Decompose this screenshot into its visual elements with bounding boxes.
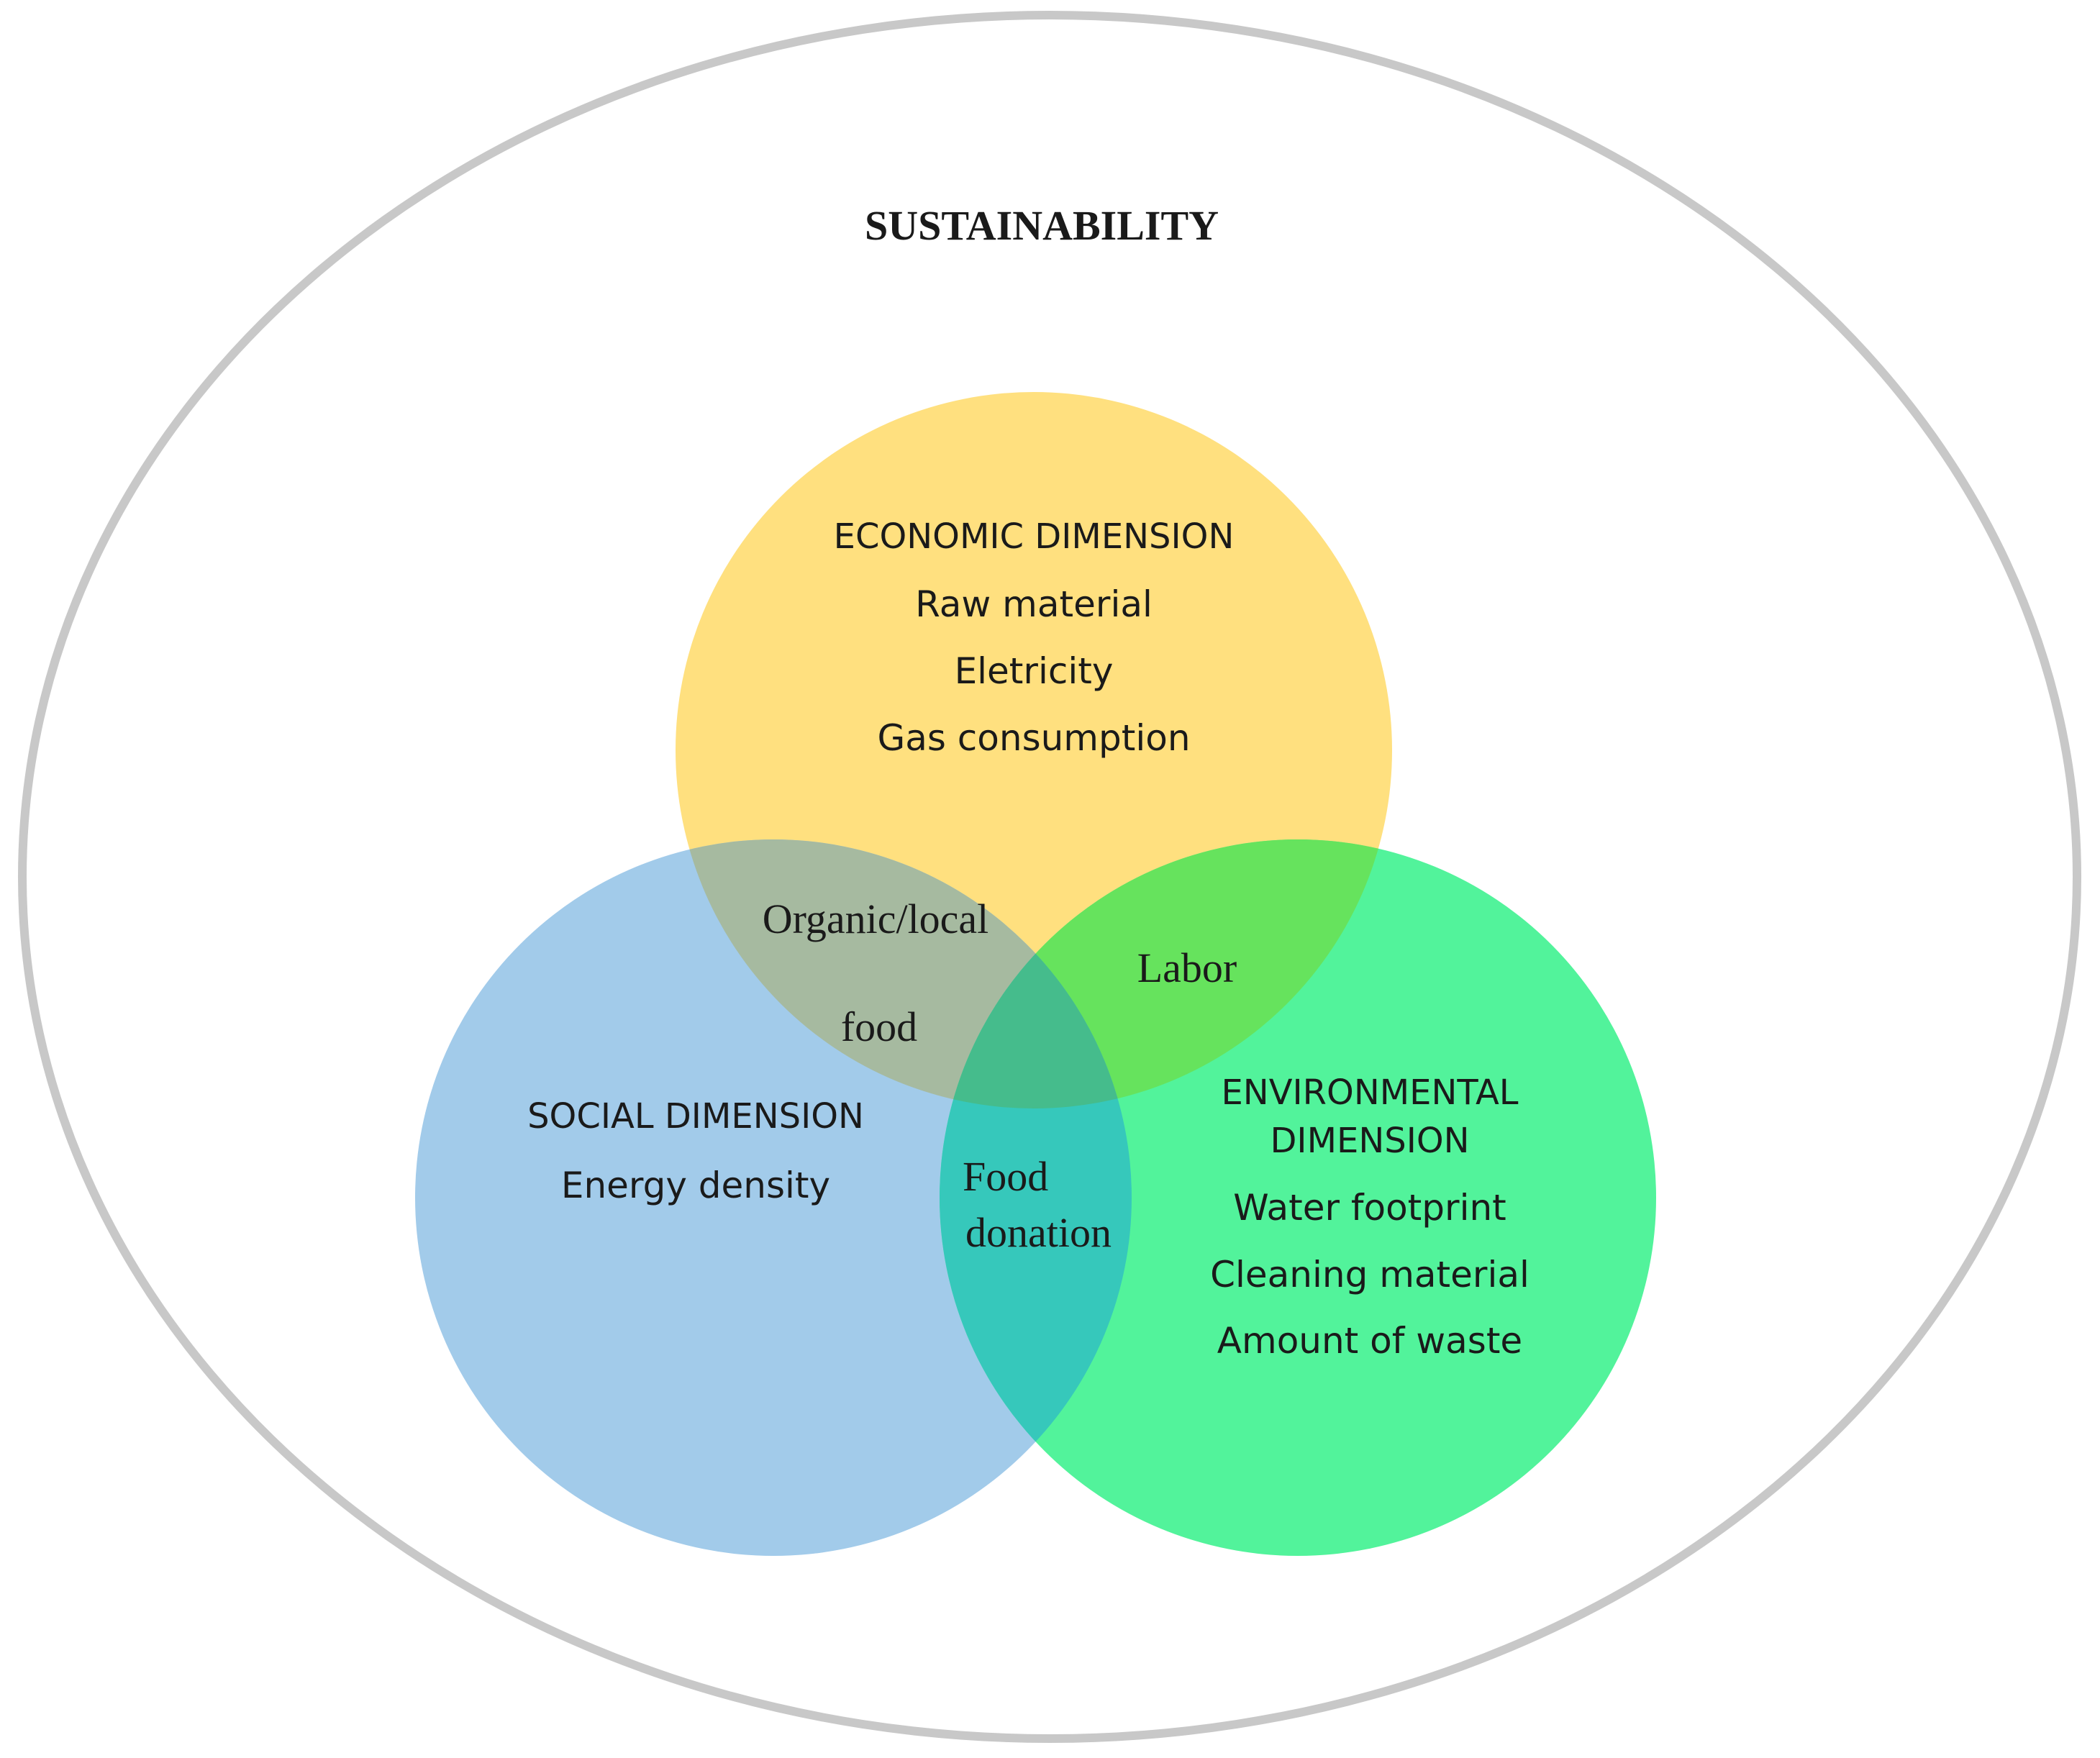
- economic-heading: ECONOMIC DIMENSION: [834, 516, 1235, 557]
- economic-item: Eletricity: [955, 650, 1114, 692]
- economic-social-overlap: [676, 839, 1132, 1108]
- sustainability-boundary: [18, 11, 2081, 1743]
- economic-environmental-overlap: [940, 839, 1392, 1108]
- economic-social-label-line1: Organic/local: [763, 896, 989, 942]
- environmental-item: Cleaning material: [1210, 1254, 1529, 1295]
- environmental-heading-line2: DIMENSION: [1270, 1121, 1469, 1161]
- economic-environmental-label: Labor: [1137, 944, 1237, 991]
- environmental-heading-line1: ENVIRONMENTAL: [1221, 1072, 1518, 1113]
- social-environmental-label-line2: donation: [965, 1209, 1112, 1256]
- environmental-item: Water footprint: [1233, 1187, 1506, 1229]
- economic-social-label-line2: food: [841, 1003, 917, 1050]
- diagram-title: SUSTAINABILITY: [865, 202, 1219, 249]
- economic-item: Raw material: [915, 583, 1153, 625]
- environmental-item: Amount of waste: [1217, 1320, 1522, 1362]
- social-environmental-label-line1: Food: [963, 1153, 1048, 1200]
- social-heading: SOCIAL DIMENSION: [527, 1096, 864, 1137]
- social-item: Energy density: [561, 1165, 830, 1206]
- economic-item: Gas consumption: [877, 717, 1190, 759]
